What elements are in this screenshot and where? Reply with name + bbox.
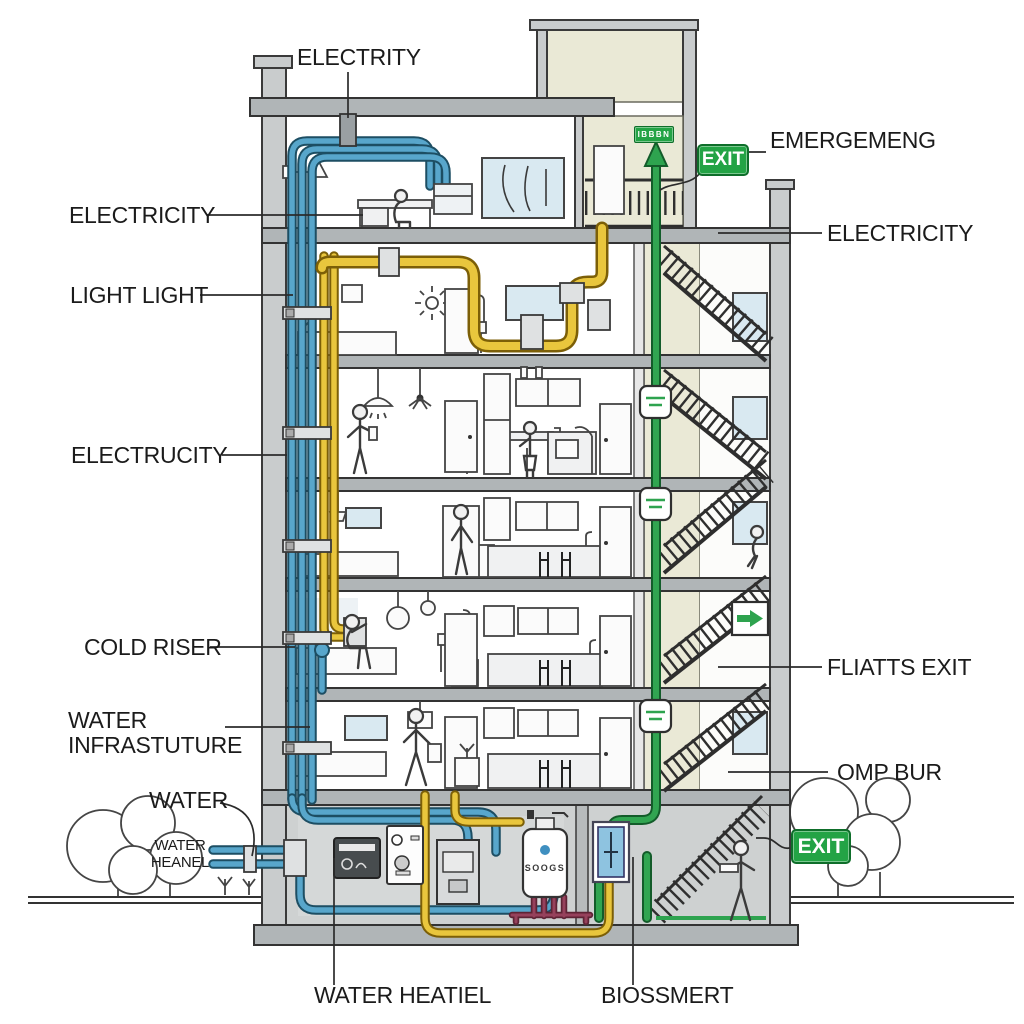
emergency-light-boxes xyxy=(638,384,770,734)
person-sitting-floor5 xyxy=(343,613,372,670)
tank-label: SOOGS xyxy=(524,863,566,873)
exit-sign-bottom: EXIT xyxy=(791,829,851,864)
label-biossmert: BIOSSMERT xyxy=(601,982,734,1008)
floor-6-living xyxy=(293,701,632,789)
person-basement xyxy=(719,839,756,922)
label-water-infrastuture: WATER INFRASTUTURE xyxy=(68,707,243,759)
stairwell-small-sign: IBBBN xyxy=(634,126,674,143)
label-water-heatiel: WATER HEATIEL xyxy=(314,982,492,1008)
blue-water-risers xyxy=(287,136,451,805)
label-fliatts-exit: FLIATTS EXIT xyxy=(827,654,972,680)
label-cold-riser: COLD RISER xyxy=(84,634,222,660)
floor-5-living xyxy=(295,591,632,687)
basement-equipment xyxy=(243,810,631,905)
person-at-counter-floor3 xyxy=(518,420,538,479)
basement-pipes xyxy=(208,790,614,938)
label-water-heanel: WATER HEANEL xyxy=(150,837,210,872)
person-sitting-stairs xyxy=(746,524,765,570)
floor-3-kitchen xyxy=(362,366,632,475)
label-electricity-right: ELECTRICITY xyxy=(827,220,974,246)
person-doorway-floor4 xyxy=(450,503,474,576)
label-water: WATER xyxy=(149,787,228,813)
stair-flights xyxy=(647,244,774,924)
person-standing-floor3 xyxy=(346,403,378,475)
label-electrity-top: ELECTRITY xyxy=(297,44,421,70)
people xyxy=(343,188,765,922)
label-electricity-left: ELECTRICITY xyxy=(69,202,216,228)
ground-line xyxy=(28,896,1014,904)
label-electrucity: ELECTRUCITY xyxy=(71,442,228,468)
exit-sign-top: EXIT xyxy=(697,144,749,176)
green-exit-riser xyxy=(594,139,766,923)
label-omp-bur: OMP BUR xyxy=(837,759,942,785)
person-at-desk xyxy=(393,188,412,230)
floor-top-bedroom xyxy=(282,157,565,227)
leader-lines xyxy=(200,72,828,985)
roof-door xyxy=(593,145,625,215)
label-emergemeng: EMERGEMENG xyxy=(770,127,936,153)
label-light-light: LIGHT LIGHT xyxy=(70,282,209,308)
person-walking-floor6 xyxy=(402,707,442,787)
riser-junction-boxes xyxy=(282,113,611,755)
